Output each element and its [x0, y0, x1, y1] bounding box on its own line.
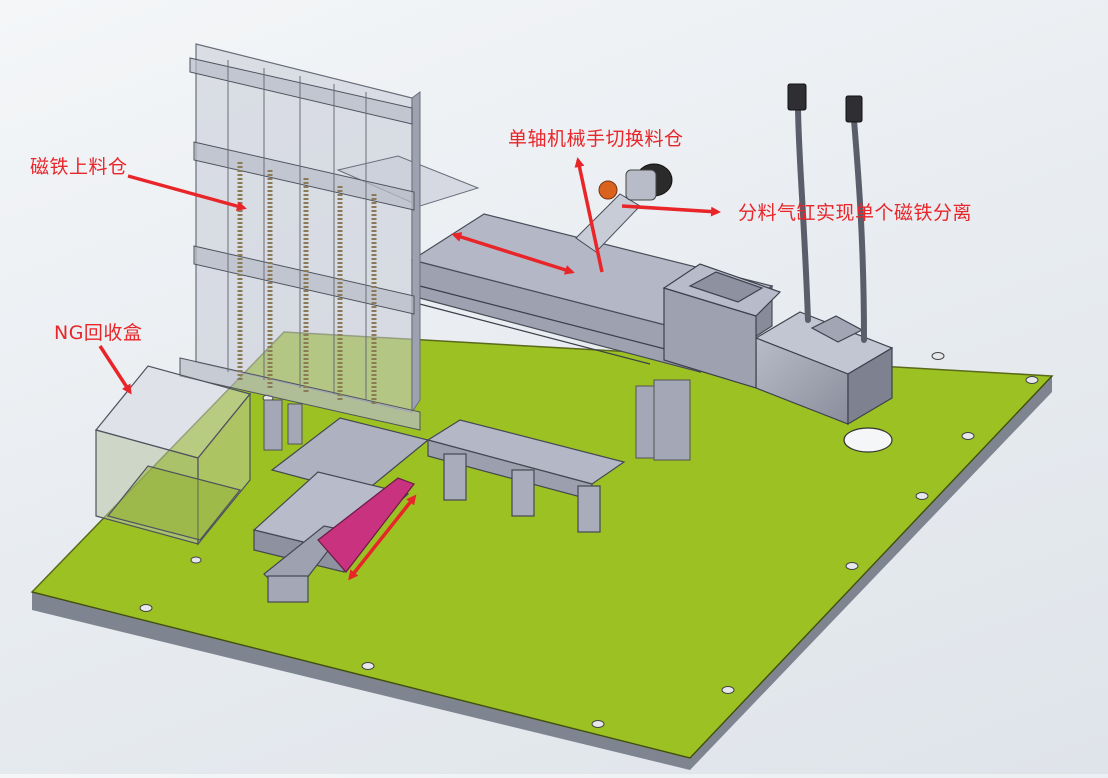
loading-bin-tower	[179, 43, 480, 431]
arrow-loading-bin	[127, 174, 247, 211]
label-separation-cylinder: 分料气缸实现单个磁铁分离	[738, 202, 973, 224]
annotation-arrows	[98, 157, 721, 581]
arrow-ng-box	[98, 345, 132, 395]
arrow-separation	[621, 204, 721, 217]
arrow-robot	[574, 157, 604, 273]
transfer-slide	[252, 417, 430, 603]
separation-cylinder-part	[598, 163, 673, 201]
label-magnet-loading-bin: 磁铁上料仓	[30, 156, 128, 178]
sensor-bracket	[426, 419, 626, 533]
cable-connectors	[787, 83, 863, 123]
label-single-axis-robot: 单轴机械手切换料仓	[508, 128, 684, 150]
support-legs	[263, 379, 691, 461]
base-plate	[30, 331, 1054, 770]
ng-recycle-box	[94, 365, 252, 546]
arrow-motion-diagonal	[348, 494, 417, 581]
motor-cables	[795, 101, 867, 343]
arrow-motion-horizontal	[451, 232, 575, 275]
label-ng-recycle-box: NG回收盒	[54, 322, 143, 344]
